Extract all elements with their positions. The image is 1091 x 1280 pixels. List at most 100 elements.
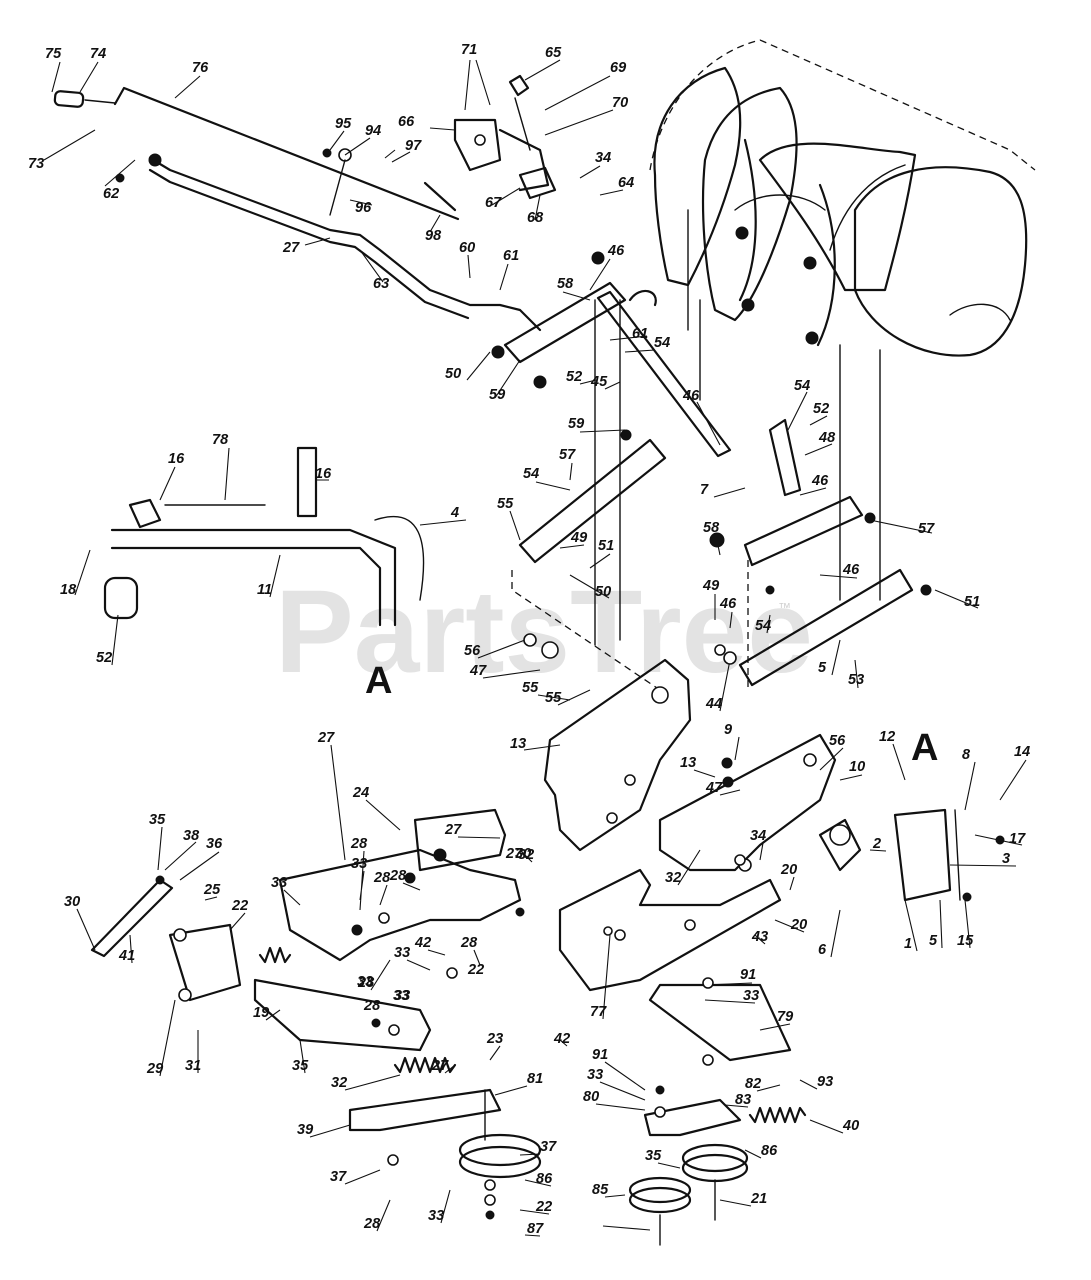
shaft-assembly-drawing: [503, 281, 914, 691]
callout-label: 38: [183, 828, 200, 844]
bolt-icon: [805, 331, 819, 345]
callout-label: 75: [45, 46, 62, 62]
callout-label: 30: [64, 894, 80, 910]
callout-label: 35: [645, 1148, 662, 1164]
callout-label: 28: [363, 998, 381, 1014]
callout-label: 47: [469, 663, 487, 679]
callout-label: 23: [486, 1031, 503, 1047]
callout-label: 16: [315, 466, 332, 482]
callout-label: 64: [618, 175, 634, 191]
callout-label: 79: [777, 1009, 793, 1025]
callout-label: 33: [428, 1208, 444, 1224]
callout-label: 46: [719, 596, 737, 612]
callout-label: 32: [665, 870, 681, 886]
callout-label: 44: [705, 696, 722, 712]
callout-label: 27: [282, 240, 300, 256]
callout-label: 32: [518, 847, 534, 863]
callout-label: 22: [467, 962, 484, 978]
callout-label: 86: [761, 1143, 778, 1159]
callout-label: 50: [445, 366, 461, 382]
callout-label: 20: [790, 917, 807, 933]
frame-plates-drawing: [90, 658, 952, 1137]
callout-label: 47: [705, 780, 723, 796]
callout-label: 28: [389, 868, 407, 884]
callout-label: 60: [459, 240, 475, 256]
callout-label: 85: [592, 1182, 609, 1198]
bolt-icon: [735, 226, 749, 240]
callout-label: 28: [363, 1216, 381, 1232]
callout-label: 13: [510, 736, 526, 752]
callout-label: 55: [497, 496, 514, 512]
callout-label: 71: [461, 42, 477, 58]
callout-label: 29: [146, 1061, 163, 1077]
callout-label: 46: [811, 473, 829, 489]
callout-label: 56: [464, 643, 481, 659]
callout-label: 37: [330, 1169, 347, 1185]
callout-label: 32: [331, 1075, 347, 1091]
callout-label: 54: [654, 335, 670, 351]
callout-label: 27: [505, 846, 523, 862]
callout-label: 74: [90, 46, 106, 62]
callout-label: 53: [848, 672, 864, 688]
callout-label: 45: [590, 374, 608, 390]
callout-label: 55: [545, 690, 562, 706]
callout-label: 33: [271, 875, 287, 891]
callout-label: 27: [444, 822, 462, 838]
callout-label: 58: [557, 276, 574, 292]
callout-label: 63: [373, 276, 389, 292]
callout-label: 57: [918, 521, 935, 537]
callout-label: 52: [566, 369, 582, 385]
callout-label: 31: [185, 1058, 201, 1074]
callout-label: 34: [750, 828, 766, 844]
callout-label: 39: [297, 1122, 313, 1138]
callout-label: 41: [118, 948, 135, 964]
callout-label: 35: [149, 812, 166, 828]
callout-label: 36: [206, 836, 223, 852]
callout-label: 51: [598, 538, 614, 554]
callout-label: 49: [702, 578, 719, 594]
callout-label: 3: [1002, 851, 1010, 867]
callout-label: 42: [553, 1031, 570, 1047]
callout-label: 52: [813, 401, 829, 417]
callout-label: 57: [559, 447, 576, 463]
callout-label: 24: [352, 785, 369, 801]
callout-label: 91: [740, 967, 756, 983]
callout-label: 66: [398, 114, 415, 130]
bolt-icon: [741, 298, 755, 312]
callout-label: 83: [735, 1092, 751, 1108]
callout-label: 42: [414, 935, 431, 951]
callout-label: 50: [595, 584, 611, 600]
callout-label: 10: [849, 759, 865, 775]
callout-label: 94: [365, 123, 381, 139]
callout-label: 33: [351, 856, 367, 872]
callout-label: 61: [632, 326, 648, 342]
callout-label: 13: [680, 755, 696, 771]
fasteners: [155, 251, 1005, 1220]
callout-label: 33: [743, 988, 759, 1004]
callout-label: 52: [96, 650, 112, 666]
callout-label: 69: [610, 60, 626, 76]
callout-label: 6: [818, 942, 827, 958]
callout-label: 67: [485, 195, 502, 211]
callouts: 75 74 76 73 62 95 94 97 96 98 27 63 71 6…: [28, 42, 1030, 1237]
callout-label: 78: [212, 432, 229, 448]
callout-label: 65: [545, 45, 562, 61]
callout-label: 98: [425, 228, 442, 244]
callout-label: 62: [103, 186, 119, 202]
callout-label: 5: [929, 933, 938, 949]
callout-label: 20: [780, 862, 797, 878]
callout-label: 91: [592, 1047, 608, 1063]
callout-label: 43: [751, 929, 768, 945]
callout-label: 33: [394, 988, 410, 1004]
callout-label: 14: [1014, 744, 1030, 760]
callout-label: 2: [872, 836, 881, 852]
callout-label: 18: [60, 582, 77, 598]
callout-label: 33: [394, 945, 410, 961]
callout-label: 8: [962, 747, 971, 763]
callout-label: 4: [450, 505, 459, 521]
callout-label: 27: [431, 1058, 449, 1074]
callout-label: 61: [503, 248, 519, 264]
callout-label: 34: [595, 150, 611, 166]
callout-label: 55: [522, 680, 539, 696]
